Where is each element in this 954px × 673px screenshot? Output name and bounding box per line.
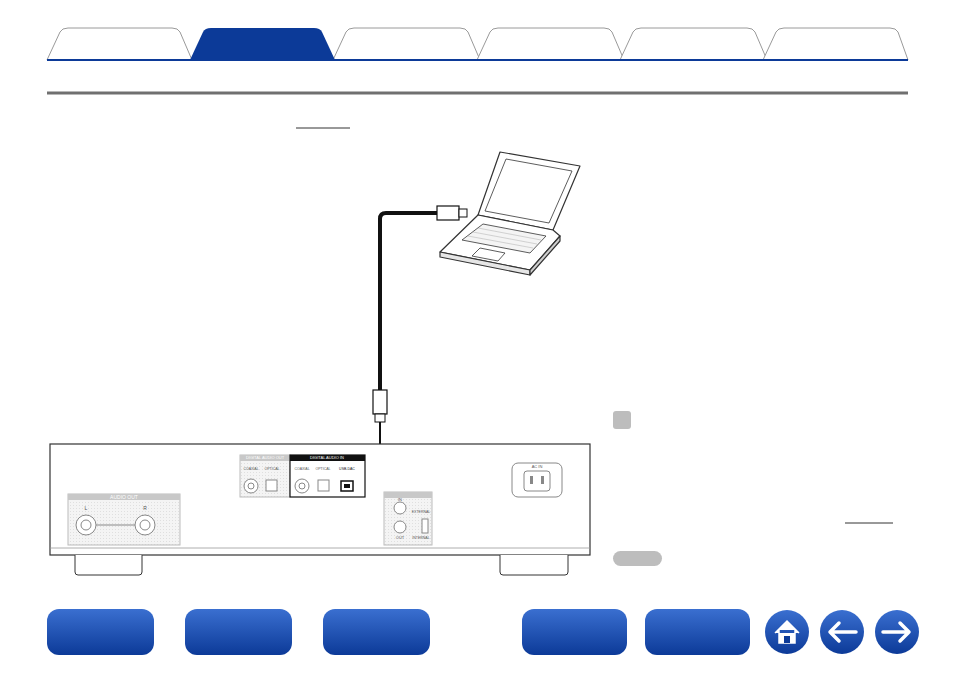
section-title: AUDIO OUT	[110, 495, 138, 500]
switch-label: EXTERNAL	[412, 511, 430, 515]
channel-mark: R	[143, 506, 147, 511]
section-title: DIGITAL AUDIO IN	[310, 456, 344, 460]
power-label: AC IN	[532, 465, 543, 469]
jack-label: OPTICAL	[265, 468, 280, 472]
section-title: DIGITAL AUDIO OUT	[246, 456, 284, 460]
switch-label: INTERNAL	[412, 537, 429, 541]
jack-label: COAXIAL	[243, 468, 258, 472]
jack-label: OPTICAL	[316, 468, 331, 472]
jack-label: COAXIAL	[294, 468, 309, 472]
jack-label: OUT	[396, 536, 404, 540]
port-label: USB-DAC	[339, 468, 355, 472]
channel-mark: L	[85, 506, 88, 511]
jack-label: IN	[398, 498, 402, 502]
